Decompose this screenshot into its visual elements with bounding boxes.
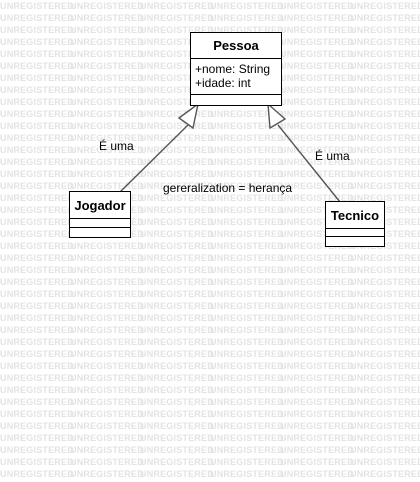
pessoa-class[interactable]: Pessoa +nome: String +idade: int (190, 32, 282, 106)
tecnico-generalization-line[interactable] (277, 124, 341, 203)
pessoa-attribute-idade: +idade: int (195, 76, 251, 90)
jogador-operations (70, 228, 130, 237)
jogador-class[interactable]: Jogador (69, 191, 131, 238)
jogador-relation-label: É uma (99, 139, 134, 153)
jogador-class-name: Jogador (70, 192, 130, 219)
jogador-generalization-line[interactable] (119, 124, 189, 193)
generalization-note: gereralization = herança (163, 181, 293, 195)
tecnico-class-name: Tecnico (326, 202, 384, 229)
pessoa-class-name: Pessoa (191, 33, 281, 59)
pessoa-attributes: +nome: String +idade: int (191, 59, 281, 95)
pessoa-operations (191, 95, 281, 105)
tecnico-attributes (326, 229, 384, 237)
pessoa-attribute-nome: +nome: String (195, 62, 271, 76)
tecnico-generalization-arrowhead (267, 102, 287, 130)
jogador-attributes (70, 219, 130, 228)
tecnico-operations (326, 237, 384, 246)
jogador-generalization-arrowhead (177, 102, 200, 130)
tecnico-class[interactable]: Tecnico (325, 201, 385, 247)
tecnico-relation-label: É uma (315, 149, 350, 163)
